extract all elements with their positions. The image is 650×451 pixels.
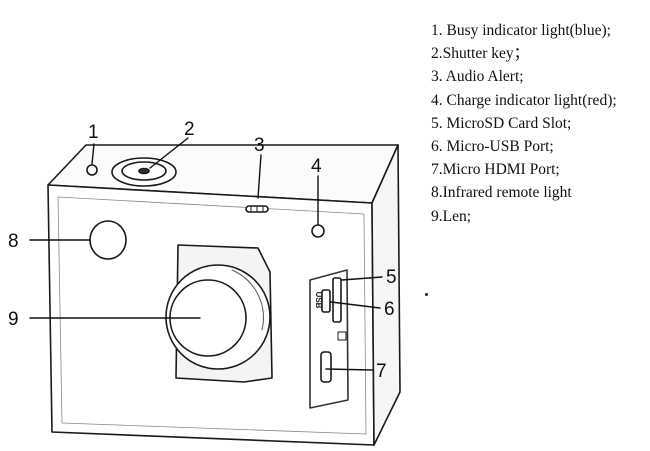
callout-9: 9 xyxy=(8,309,19,330)
leader-2 xyxy=(149,137,189,169)
micro-hdmi-port xyxy=(320,351,332,383)
leader-5 xyxy=(341,276,383,281)
microsd-card-slot xyxy=(332,277,342,323)
callout-3: 3 xyxy=(254,135,265,156)
legend-item-5: 5. MicroSD Card Slot; xyxy=(431,114,572,132)
legend-item-7: 7.Micro HDMI Port; xyxy=(431,161,560,179)
hdmi-icon xyxy=(337,331,347,341)
charge-indicator-light xyxy=(311,224,325,238)
usb-port-label: USB xyxy=(314,292,323,309)
legend-item-6: 6. Micro-USB Port; xyxy=(431,138,554,156)
callout-6: 6 xyxy=(384,299,395,320)
callout-7: 7 xyxy=(376,361,387,382)
legend-item-9: 9.Len; xyxy=(431,207,472,225)
leader-1 xyxy=(91,143,95,165)
leader-7 xyxy=(325,368,373,371)
camera-side-face xyxy=(371,144,401,446)
legend-item-2: 2.Shutter key； xyxy=(431,45,530,63)
leader-3 xyxy=(257,154,262,199)
component-legend: 1. Busy indicator light(blue); 2.Shutter… xyxy=(431,19,617,228)
callout-1: 1 xyxy=(88,122,99,143)
legend-item-1: 1. Busy indicator light(blue); xyxy=(431,22,611,39)
infrared-remote-light xyxy=(89,220,127,260)
legend-item-4: 4. Charge indicator light(red); xyxy=(431,91,617,109)
busy-indicator-light xyxy=(86,164,98,176)
callout-8: 8 xyxy=(8,231,19,252)
stray-dot xyxy=(425,293,428,296)
legend-item-8: 8.Infrared remote light xyxy=(431,184,572,202)
callout-2: 2 xyxy=(184,119,195,140)
callout-4: 4 xyxy=(311,156,322,177)
micro-usb-port xyxy=(321,289,331,313)
legend-item-3: 3. Audio Alert; xyxy=(431,68,524,86)
leader-6 xyxy=(330,301,381,309)
callout-5: 5 xyxy=(386,267,397,288)
